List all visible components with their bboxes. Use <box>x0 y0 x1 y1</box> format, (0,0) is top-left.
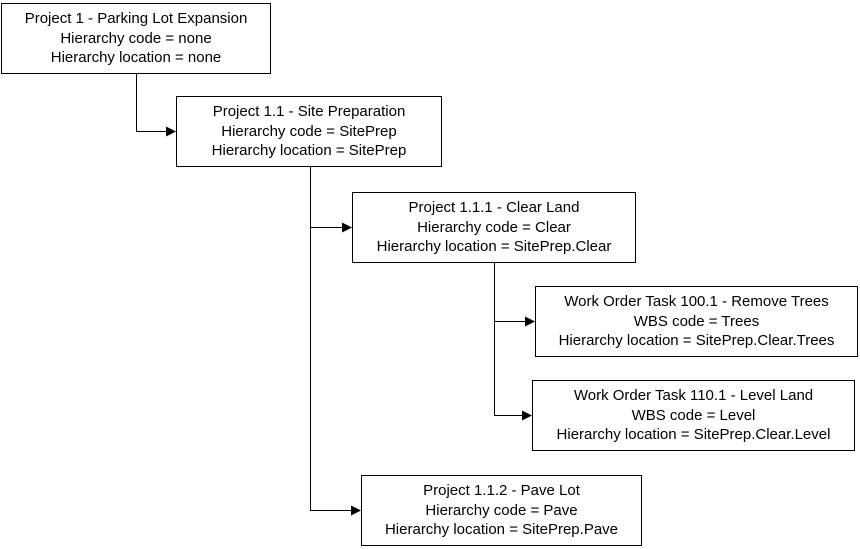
node-hierarchy-code: Hierarchy code = none <box>60 29 212 47</box>
node-project-1-1: Project 1.1 - Site Preparation Hierarchy… <box>176 96 442 167</box>
node-title: Project 1.1.1 - Clear Land <box>408 199 580 217</box>
connector-p1-to-p1-1 <box>136 74 176 137</box>
node-wbs-code: WBS code = Level <box>631 406 756 424</box>
node-hierarchy-location: Hierarchy location = none <box>50 49 222 67</box>
connector-p1-1-to-p1-1-1 <box>310 167 352 233</box>
node-hierarchy-location: Hierarchy location = SitePrep.Pave <box>384 521 619 539</box>
node-title: Work Order Task 100.1 - Remove Trees <box>564 293 829 311</box>
connector-p1-1-1-to-wo-110-1 <box>494 321 532 421</box>
connector-p1-1-1-to-wo-100-1 <box>494 263 535 327</box>
node-title: Project 1 - Parking Lot Expansion <box>24 10 248 28</box>
node-title: Project 1.1.2 - Pave Lot <box>423 482 580 500</box>
connector-p1-1-to-p1-1-2 <box>310 227 361 516</box>
node-hierarchy-code: Hierarchy code = SitePrep <box>221 122 397 140</box>
node-work-order-100-1: Work Order Task 100.1 - Remove Trees WBS… <box>535 286 858 357</box>
node-project-1-1-2: Project 1.1.2 - Pave Lot Hierarchy code … <box>361 475 642 546</box>
node-project-1: Project 1 - Parking Lot Expansion Hierar… <box>1 3 271 74</box>
node-hierarchy-location: Hierarchy location = SitePrep.Clear.Leve… <box>556 426 831 444</box>
node-title: Work Order Task 110.1 - Level Land <box>573 387 814 405</box>
node-hierarchy-location: Hierarchy location = SitePrep <box>211 142 407 160</box>
node-project-1-1-1: Project 1.1.1 - Clear Land Hierarchy cod… <box>352 192 636 263</box>
node-hierarchy-location: Hierarchy location = SitePrep.Clear.Tree… <box>558 332 835 350</box>
node-title: Project 1.1 - Site Preparation <box>212 103 406 121</box>
node-hierarchy-location: Hierarchy location = SitePrep.Clear <box>376 238 612 256</box>
node-hierarchy-code: Hierarchy code = Clear <box>417 218 571 236</box>
node-work-order-110-1: Work Order Task 110.1 - Level Land WBS c… <box>532 380 855 451</box>
node-wbs-code: WBS code = Trees <box>633 312 760 330</box>
node-hierarchy-code: Hierarchy code = Pave <box>425 501 578 519</box>
